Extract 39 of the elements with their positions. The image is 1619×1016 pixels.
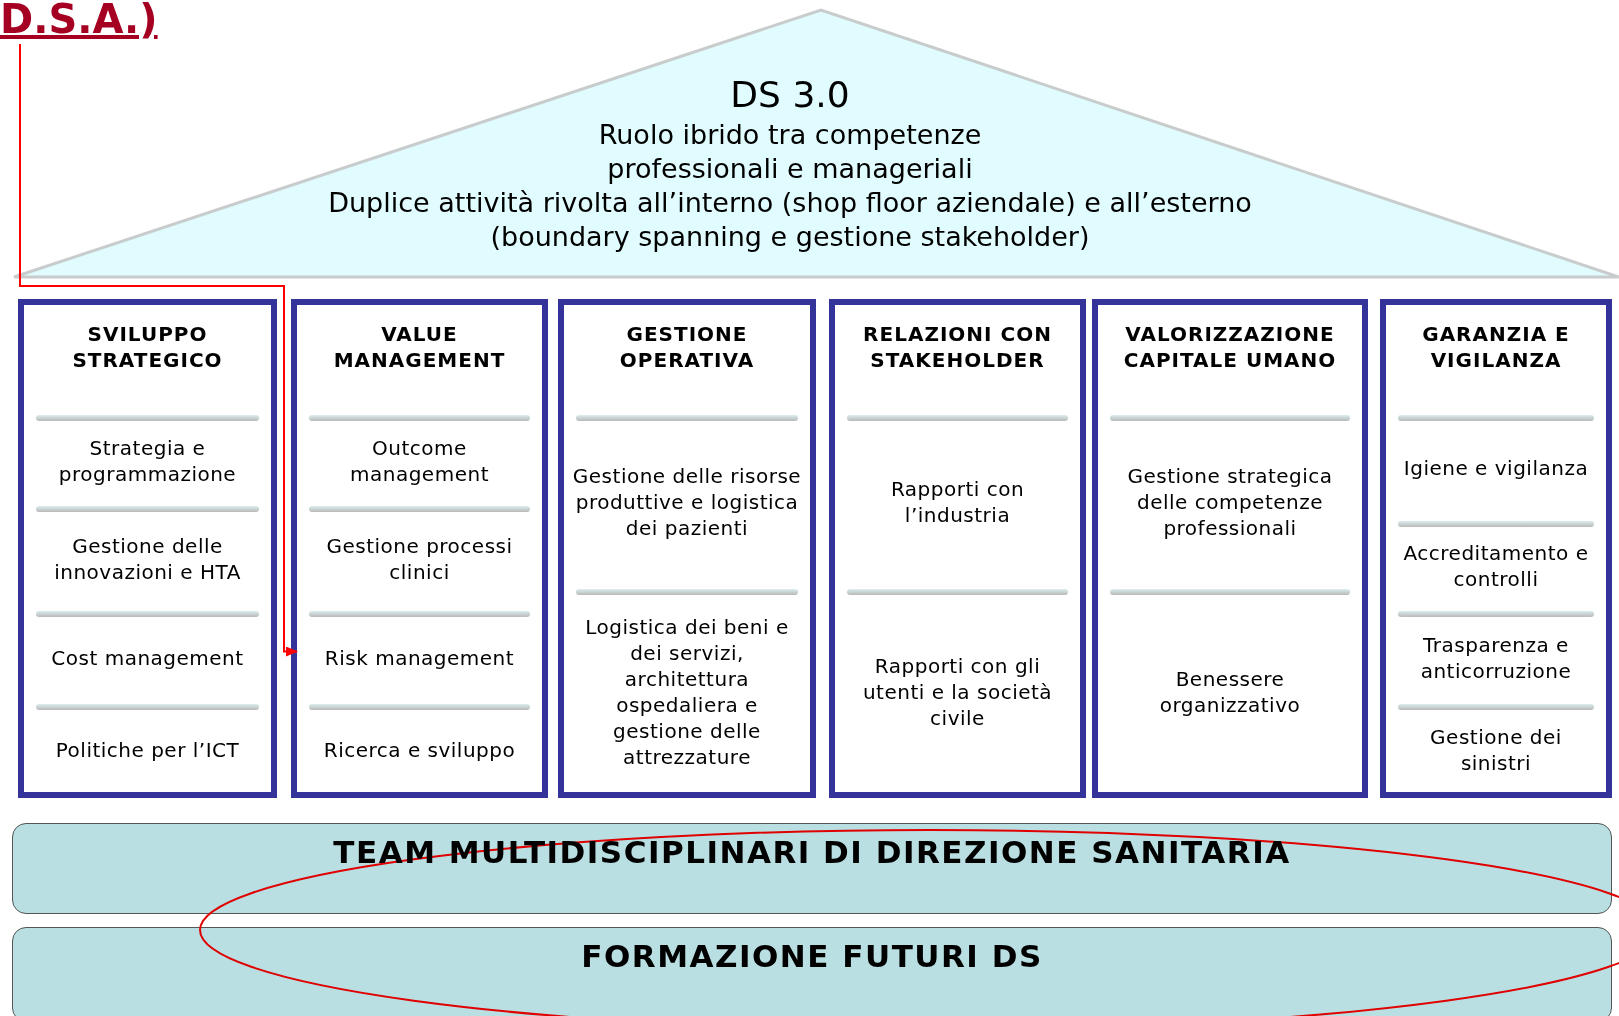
item-text: Ricerca e sviluppo: [323, 736, 516, 763]
item-text: Outcome management: [349, 434, 490, 487]
roof-text: Duplice attività rivolta all’interno (shop floor aziendale) e all’esterno (boundary spanning e gestione stakeholder): [327, 186, 1253, 254]
item-text: Gestione delle innovazioni e HTA: [53, 532, 242, 585]
item-text: Gestione dei sinistri: [1429, 723, 1563, 776]
arrow: [19, 43, 298, 657]
column-heading: GESTIONE OPERATIVA: [618, 321, 756, 373]
band-label: FORMAZIONE FUTURI DS: [581, 938, 1043, 976]
column-heading: VALORIZZAZIONE CAPITALE UMANO: [1122, 321, 1338, 373]
pillar-column: [18, 299, 277, 798]
pillar-column: [1092, 299, 1368, 798]
column-heading: GARANZIA E VIGILANZA: [1421, 321, 1571, 373]
pillar-column: [558, 299, 816, 798]
column-heading: VALUE MANAGEMENT: [332, 321, 507, 373]
item-text: Risk management: [324, 644, 515, 671]
pillar-column: [829, 299, 1086, 798]
item-text: Benessere organizzativo: [1158, 666, 1302, 718]
roof-text: Ruolo ibrido tra competenze professionali e manageriali: [597, 118, 983, 186]
item-text: Strategia e programmazione: [57, 434, 238, 487]
item-text: Trasparenza e anticorruzione: [1419, 631, 1573, 684]
roof-title: DS 3.0: [729, 78, 851, 112]
annotation-text: D.S.A.): [0, 0, 1619, 42]
column-heading: RELAZIONI CON STAKEHOLDER: [862, 321, 1053, 373]
pillar-column: [1380, 299, 1612, 798]
base-band: [12, 823, 1612, 914]
item-text: Logistica dei beni e dei servizi, architettura ospedaliera e gestione delle attrezzature: [584, 614, 790, 770]
pillar-column: [291, 299, 548, 798]
item-text: Accreditamento e controlli: [1402, 540, 1590, 592]
item-text: Igiene e vigilanza: [1403, 455, 1589, 481]
item-text: Gestione processi clinici: [325, 532, 514, 585]
item-text: Cost management: [51, 644, 244, 671]
item-text: Gestione strategica delle competenze professionali: [1126, 463, 1334, 541]
column-heading: SVILUPPO STRATEGICO: [71, 321, 224, 373]
band-label: TEAM MULTIDISCIPLINARI DI DIREZIONE SANITARIA: [333, 834, 1291, 872]
item-text: Gestione delle risorse produttive e logistica dei pazienti: [571, 463, 803, 541]
base-band: [12, 927, 1612, 1016]
item-text: Politiche per l’ICT: [55, 736, 240, 763]
item-text: Rapporti con l’industria: [889, 476, 1026, 528]
item-text: Rapporti con gli utenti e la società civile: [861, 653, 1054, 731]
